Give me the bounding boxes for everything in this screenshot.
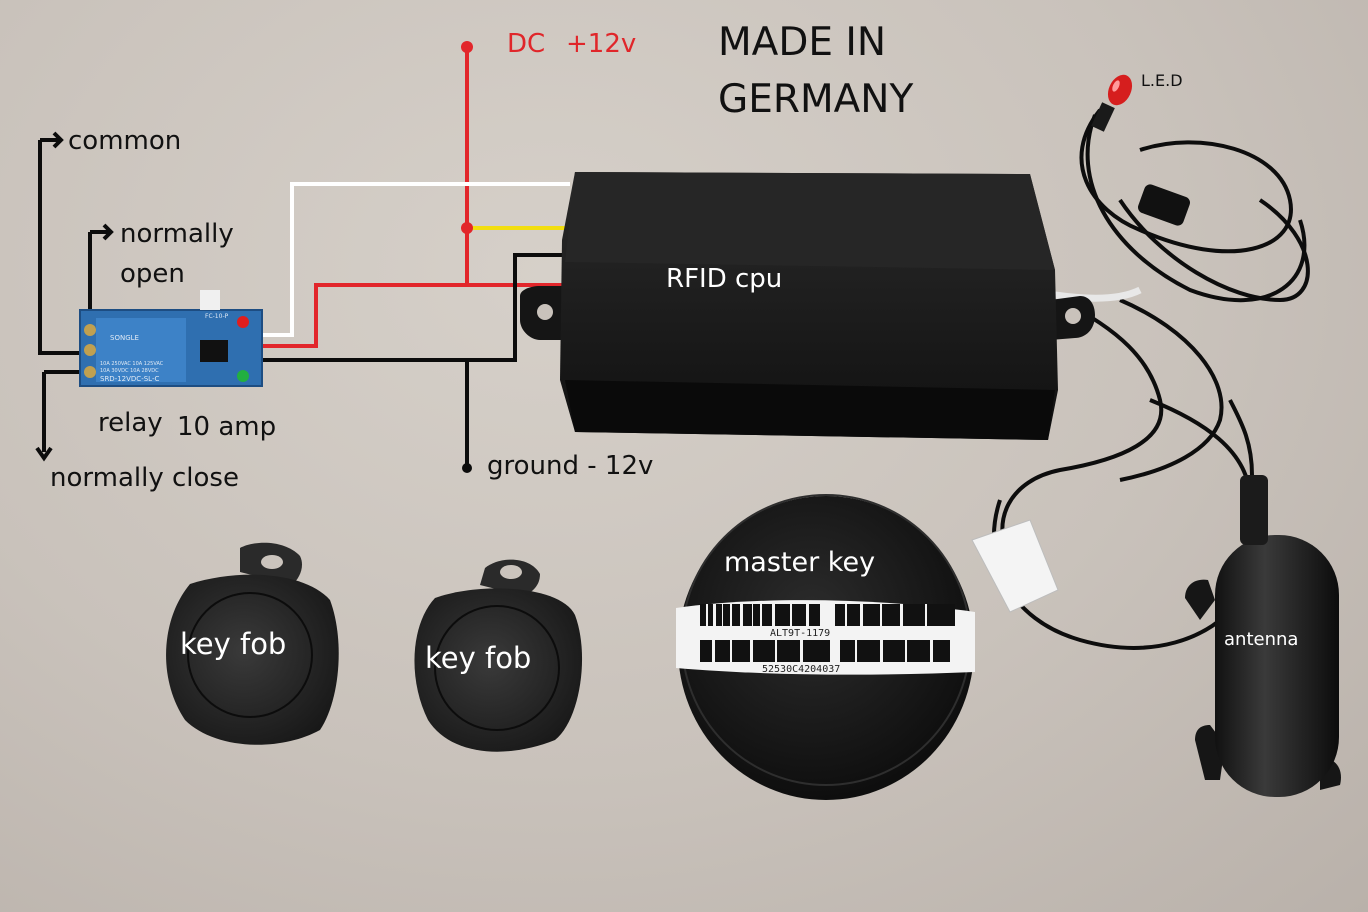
yellow-junction-dot [461,222,473,234]
normally-open-line2: open [120,259,185,289]
relay-model-print: SRD-12VDC-SL-C [100,375,159,383]
led-cable-jacket [1054,286,1142,302]
key-fob-1 [166,542,339,745]
common-label: common [68,126,182,156]
dc-terminal-dot [461,41,473,53]
normally-close-label: normally close [50,463,239,493]
master-key-disc: ALT9T-1179 52530C4204037 [676,494,975,800]
cable-clip [971,519,1059,613]
rfid-cpu-box [520,172,1095,440]
led-component [1091,74,1133,132]
ground-terminal-dot [462,463,472,473]
relay-amp-label: 10 amp [177,412,277,442]
wiring [38,47,570,468]
made-in-line2: GERMANY [718,77,914,122]
antenna [1185,399,1341,797]
key-fob-2-label: key fob [425,641,532,675]
dc-label: DC [507,29,546,59]
relay-label: relay [98,408,163,438]
ground-label: ground - 12v [487,451,654,481]
relay-brand-print: SONGLE [110,334,139,342]
master-key-code2: 52530C4204037 [762,664,840,675]
led-boot [1138,184,1190,226]
key-fob-1-label: key fob [180,627,287,661]
rfid-cpu-label: RFID cpu [666,264,783,294]
relay-board: SONGLE 10A 250VAC 10A 125VAC 10A 30VDC 1… [79,290,263,387]
relay-ratings-print: 10A 250VAC 10A 125VAC [100,361,164,367]
key-fob-2 [414,559,583,752]
made-in-line1: MADE IN [718,20,887,65]
relay-board-code-print: FC-10-P [205,313,229,320]
relay-ratings2-print: 10A 30VDC 10A 28VDC [100,368,159,374]
master-key-label: master key [724,547,876,578]
led-label: L.E.D [1141,71,1183,90]
normally-open-line1: normally [120,219,234,249]
master-key-code1: ALT9T-1179 [770,628,830,639]
antenna-label: antenna [1224,629,1299,650]
wire-arrows [35,131,114,462]
plus12v-label: +12v [566,29,637,59]
